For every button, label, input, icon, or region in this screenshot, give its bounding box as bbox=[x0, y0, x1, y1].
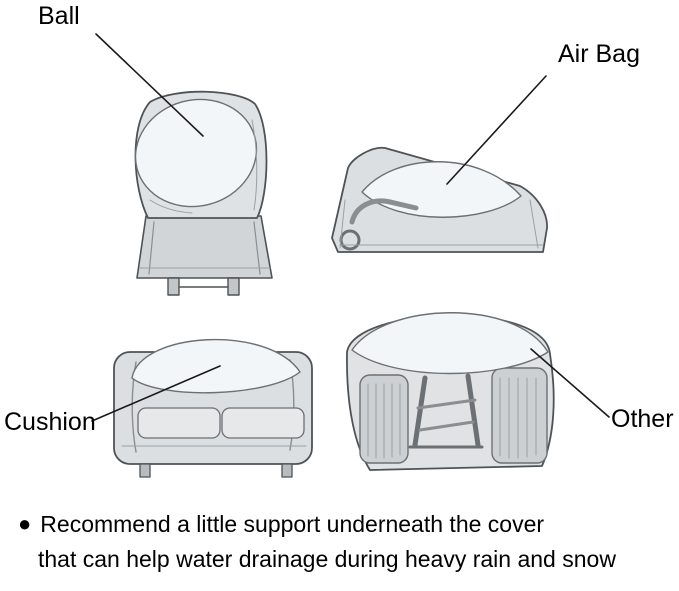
loveseat-cover-illustration bbox=[113, 338, 313, 478]
dining-set-cover-illustration bbox=[346, 312, 555, 471]
note-text-line1: Recommend a little support underneath th… bbox=[40, 511, 545, 537]
bullet-icon: ● bbox=[18, 511, 32, 536]
air-bag-label: Air Bag bbox=[558, 40, 640, 68]
chaise-lounge-cover-illustration bbox=[331, 146, 548, 253]
recommendation-note: ● Recommend a little support underneath t… bbox=[18, 506, 668, 577]
ball-label: Ball bbox=[38, 2, 80, 30]
chair-cover-illustration bbox=[134, 90, 273, 296]
note-line-1: ● Recommend a little support underneath t… bbox=[18, 506, 668, 542]
cushion-leader-line bbox=[91, 365, 221, 422]
other-leader-line bbox=[530, 348, 610, 418]
cushion-label: Cushion bbox=[4, 408, 96, 436]
other-label: Other bbox=[611, 405, 674, 433]
note-text-line2: that can help water drainage during heav… bbox=[38, 546, 616, 572]
air-bag-leader-line bbox=[446, 75, 547, 185]
ball-leader-line bbox=[95, 33, 204, 137]
